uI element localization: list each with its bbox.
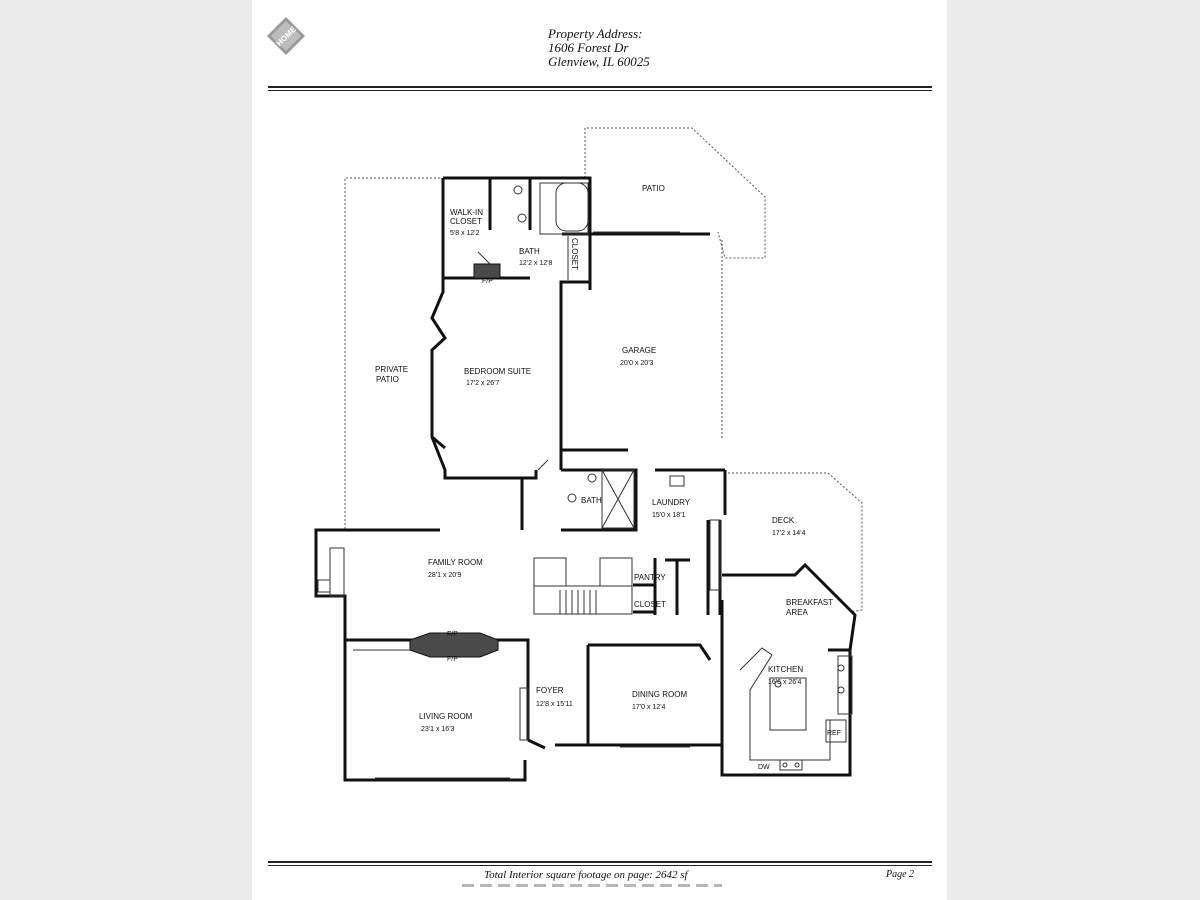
footer-rule (268, 861, 932, 863)
dims-garage: 20'0 x 20'3 (620, 360, 654, 367)
address-street: 1606 Forest Dr (548, 40, 629, 55)
shower-stall (601, 469, 635, 529)
stair-block (533, 557, 567, 587)
bathtub (555, 182, 589, 232)
dims-walk-in-closet: 5'8 x 12'2 (450, 230, 480, 237)
fireplaces (409, 263, 501, 658)
label-private-patio-2: PATIO (376, 375, 399, 384)
label-bath-small: BATH (581, 496, 602, 505)
dims-family-room: 28'1 x 20'9 (428, 572, 462, 579)
label-walk-in-closet-2: CLOSET (450, 217, 482, 226)
label-garage: GARAGE (622, 346, 656, 355)
dims-dining-room: 17'0 x 12'4 (632, 704, 666, 711)
fridge (825, 719, 847, 743)
private-patio-outline (344, 177, 440, 531)
label-closet-small: CLOSET (634, 600, 666, 609)
label-patio: PATIO (642, 184, 665, 193)
label-breakfast-1: BREAKFAST (786, 598, 833, 607)
label-closet-vertical: CLOSET (570, 238, 579, 270)
address-label: Property Address: (548, 26, 643, 41)
total-square-footage: Total Interior square footage on page: 2… (484, 869, 688, 881)
label-private-patio-1: PRIVATE (375, 365, 408, 374)
label-fp-top: F/P (447, 631, 458, 638)
dims-foyer: 12'8 x 15'11 (536, 701, 573, 708)
label-deck: DECK (772, 516, 795, 525)
header-rule (268, 86, 932, 88)
outdoor-outlines (344, 127, 863, 613)
deck-outline (728, 472, 863, 613)
dims-deck: 17'2 x 14'4 (772, 530, 806, 537)
label-pantry: PANTRY (634, 573, 666, 582)
label-family-room: FAMILY ROOM (428, 558, 483, 567)
label-bedroom-suite: BEDROOM SUITE (464, 367, 531, 376)
stove (837, 655, 853, 715)
label-kitchen: KITCHEN (768, 665, 803, 674)
label-breakfast-2: AREA (786, 608, 808, 617)
label-bath-master: BATH (519, 247, 540, 256)
header-rule-thin (268, 90, 932, 91)
label-fp-bottom: F/P (447, 656, 458, 663)
footer-fine-print (462, 884, 722, 887)
label-dw: DW (758, 764, 770, 771)
dims-kitchen: 16'6 x 26'4 (768, 679, 802, 686)
property-address: Property Address: 1606 Forest Dr Glenvie… (548, 27, 650, 69)
patio-outline (584, 127, 766, 259)
label-foyer: FOYER (536, 686, 564, 695)
walls (314, 176, 857, 782)
address-city: Glenview, IL 60025 (548, 54, 650, 69)
dims-bedroom-suite: 17'2 x 26'7 (466, 380, 500, 387)
label-walk-in-closet-1: WALK-IN (450, 208, 483, 217)
fireplace-living (409, 632, 499, 658)
thin-details (329, 182, 853, 779)
dims-living-room: 23'1 x 16'3 (421, 726, 455, 733)
label-laundry: LAUNDRY (652, 498, 691, 507)
home-depot-logo: HOME (267, 17, 305, 55)
dims-laundry: 15'0 x 18'1 (652, 512, 686, 519)
label-fp-bedroom: F/P (482, 278, 493, 285)
kitchen-island (769, 677, 807, 731)
fireplace-bedroom (473, 263, 501, 279)
label-living-room: LIVING ROOM (419, 712, 473, 721)
label-ref: REF (827, 730, 841, 737)
footer-rule-thin (268, 865, 932, 866)
label-dining-room: DINING ROOM (632, 690, 687, 699)
page-number: Page 2 (886, 869, 915, 880)
dims-bath-master: 12'2 x 12'8 (519, 260, 553, 267)
